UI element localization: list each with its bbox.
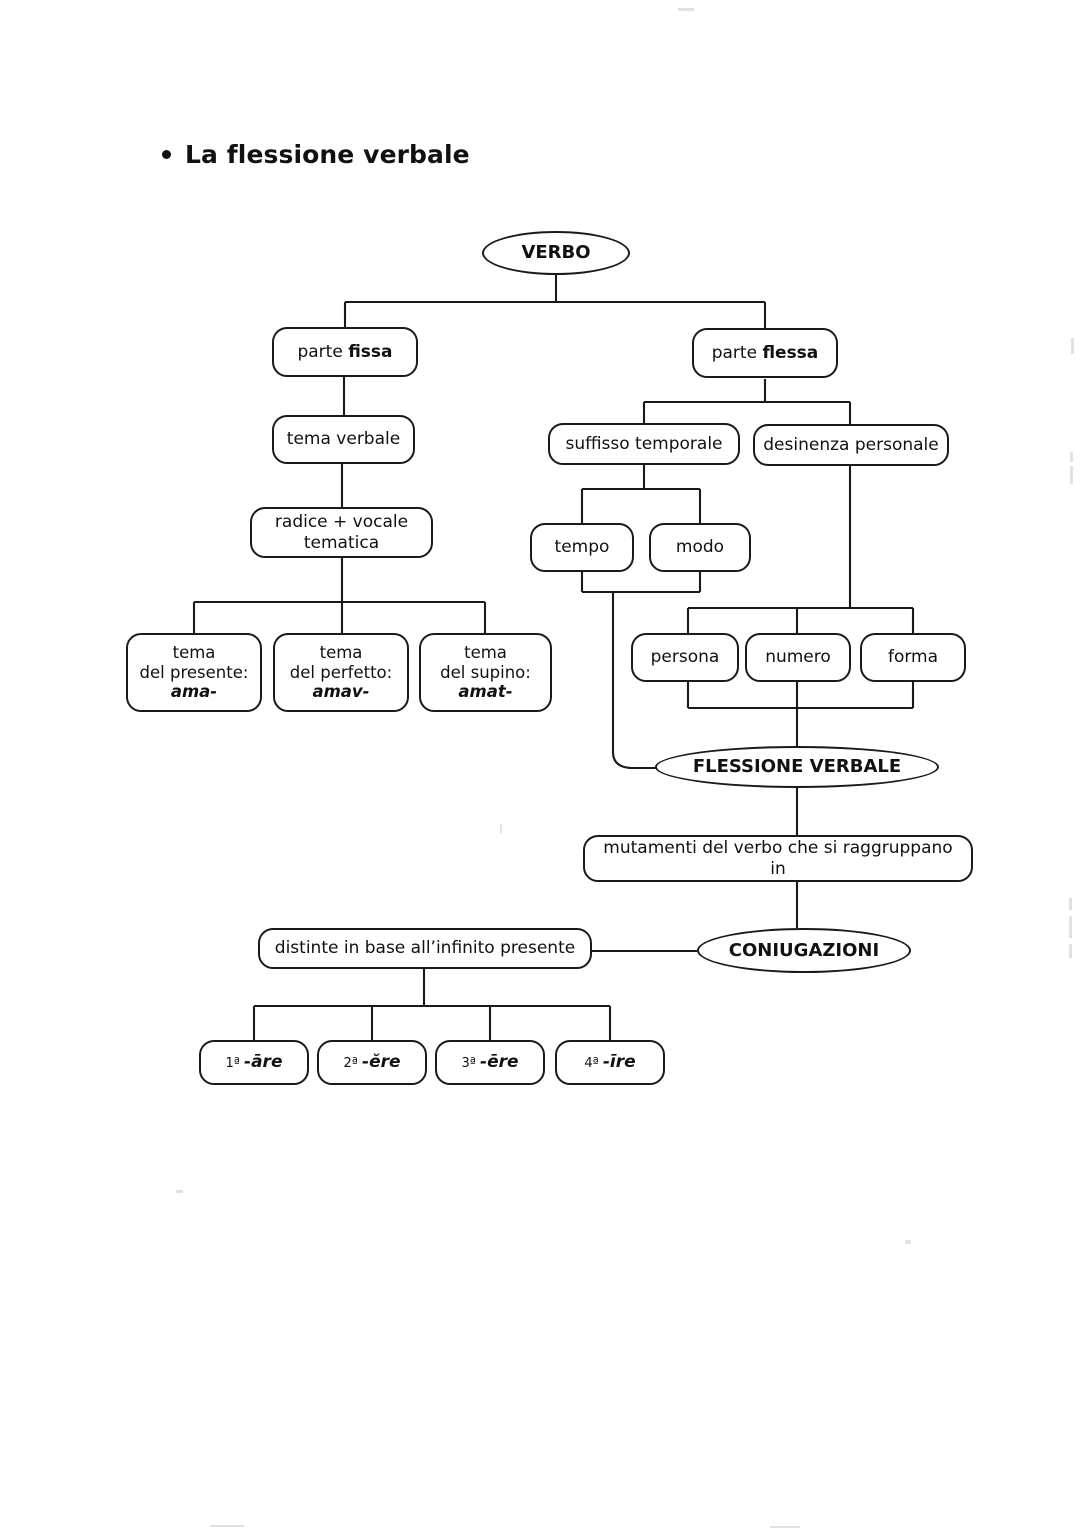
- scan-artifact: [678, 8, 694, 11]
- scan-artifact: [905, 1240, 911, 1244]
- node-parte-fissa-label: parte fissa: [297, 341, 393, 362]
- node-verbo-label: VERBO: [521, 242, 591, 264]
- scan-artifact: [176, 1190, 183, 1193]
- node-coniugazione-1-label: 1ª -āre: [225, 1052, 283, 1073]
- node-numero-label: numero: [765, 647, 831, 668]
- node-desinenza-personale-label: desinenza personale: [763, 434, 939, 455]
- node-tempo[interactable]: tempo: [530, 523, 634, 572]
- page-title: La flessione verbale: [162, 140, 470, 169]
- node-tema-perfetto-label: tema del perfetto: amav-: [289, 643, 393, 702]
- node-tema-verbale-label: tema verbale: [286, 429, 401, 450]
- node-modo[interactable]: modo: [649, 523, 751, 572]
- node-mutamenti-label: mutamenti del verbo che si raggruppano i…: [603, 838, 953, 879]
- node-tema-del-supino[interactable]: tema del supino: amat-: [419, 633, 552, 712]
- node-tema-supino-label: tema del supino: amat-: [440, 643, 531, 702]
- node-parte-flessa[interactable]: parte flessa: [692, 328, 838, 378]
- node-coniugazioni[interactable]: CONIUGAZIONI: [697, 928, 911, 973]
- scan-artifact: [500, 824, 502, 833]
- node-tempo-label: tempo: [554, 537, 610, 558]
- bullet-dot-icon: [162, 150, 171, 159]
- node-distinte-infinito-presente[interactable]: distinte in base all’infinito presente: [258, 928, 592, 969]
- page-title-text: La flessione verbale: [185, 140, 470, 169]
- node-verbo[interactable]: VERBO: [482, 231, 630, 275]
- node-numero[interactable]: numero: [745, 633, 851, 682]
- node-tema-presente-label: tema del presente: ama-: [139, 643, 249, 702]
- node-coniugazione-3[interactable]: 3ª -ēre: [435, 1040, 545, 1085]
- scan-artifact: [1071, 338, 1074, 354]
- scan-artifact: [1069, 916, 1072, 938]
- node-forma[interactable]: forma: [860, 633, 966, 682]
- node-coniugazione-4-label: 4ª -īre: [584, 1052, 636, 1073]
- scan-artifact: [1069, 898, 1072, 910]
- node-suffisso-temporale[interactable]: suffisso temporale: [548, 423, 740, 465]
- node-coniugazioni-label: CONIUGAZIONI: [728, 939, 880, 961]
- node-modo-label: modo: [675, 537, 725, 558]
- node-coniugazione-1[interactable]: 1ª -āre: [199, 1040, 309, 1085]
- node-radice-label: radice + vocale tematica: [274, 512, 409, 553]
- node-distinte-label: distinte in base all’infinito presente: [274, 938, 576, 959]
- node-persona-label: persona: [650, 647, 720, 668]
- node-coniugazione-4[interactable]: 4ª -īre: [555, 1040, 665, 1085]
- node-coniugazione-3-label: 3ª -ēre: [461, 1052, 519, 1073]
- node-tema-del-presente[interactable]: tema del presente: ama-: [126, 633, 262, 712]
- node-tema-verbale[interactable]: tema verbale: [272, 415, 415, 464]
- node-flessione-verbale[interactable]: FLESSIONE VERBALE: [655, 746, 939, 788]
- node-flessione-verbale-label: FLESSIONE VERBALE: [692, 756, 902, 778]
- node-parte-flessa-label: parte flessa: [711, 342, 819, 363]
- node-mutamenti[interactable]: mutamenti del verbo che si raggruppano i…: [583, 835, 973, 882]
- node-forma-label: forma: [887, 647, 939, 668]
- scan-artifact: [1069, 944, 1072, 958]
- scan-artifact: [1070, 452, 1073, 462]
- node-tema-del-perfetto[interactable]: tema del perfetto: amav-: [273, 633, 409, 712]
- scan-artifact: [210, 1525, 244, 1527]
- scan-artifact: [1070, 466, 1073, 484]
- node-parte-fissa[interactable]: parte fissa: [272, 327, 418, 377]
- node-coniugazione-2-label: 2ª -ĕre: [343, 1052, 401, 1073]
- node-suffisso-temporale-label: suffisso temporale: [565, 433, 723, 454]
- node-persona[interactable]: persona: [631, 633, 739, 682]
- node-desinenza-personale[interactable]: desinenza personale: [753, 424, 949, 466]
- node-radice-vocale-tematica[interactable]: radice + vocale tematica: [250, 507, 433, 558]
- node-coniugazione-2[interactable]: 2ª -ĕre: [317, 1040, 427, 1085]
- scan-artifact: [770, 1526, 800, 1528]
